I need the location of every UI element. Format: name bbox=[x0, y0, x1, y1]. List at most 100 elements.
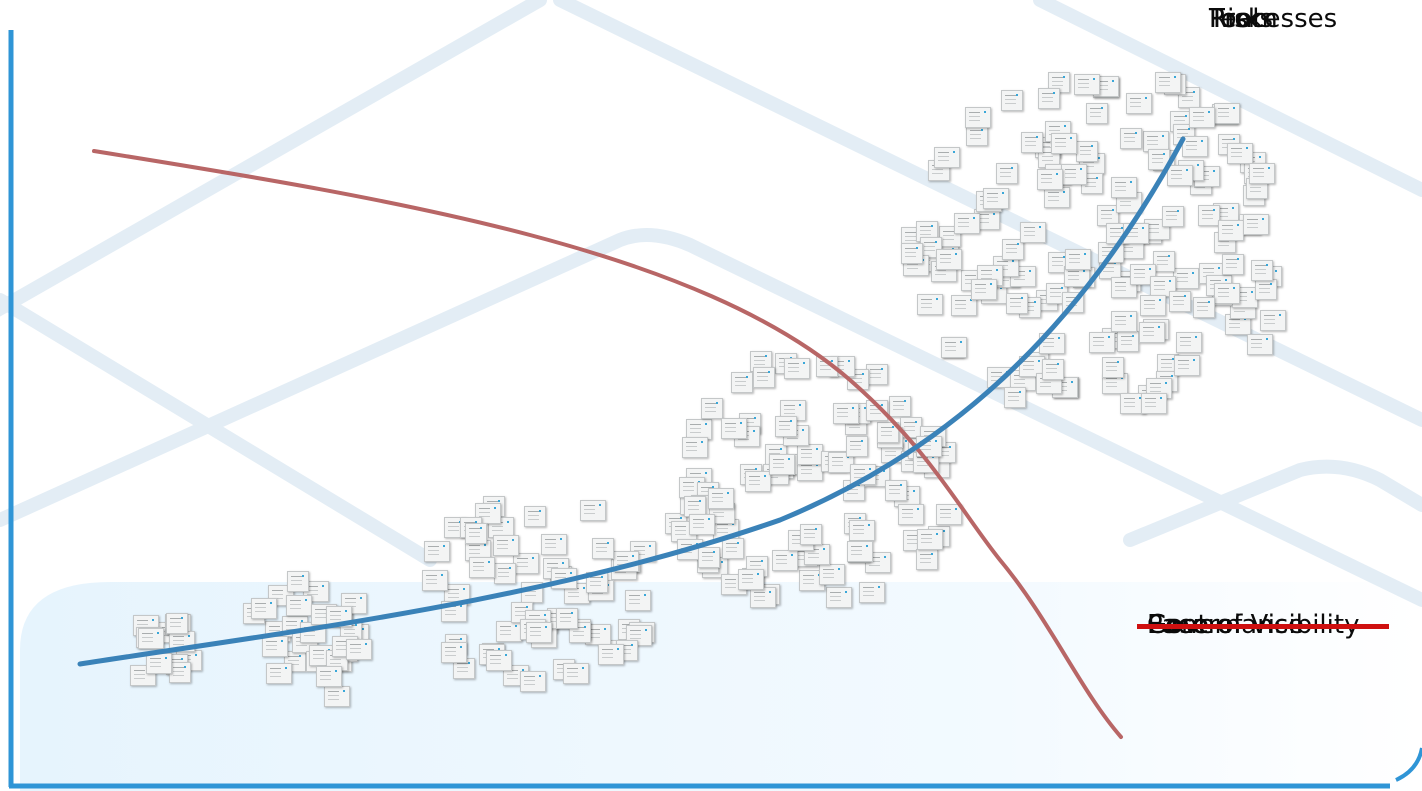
screenshot-tile bbox=[493, 534, 520, 556]
background-line bbox=[1033, 0, 1422, 197]
screenshot-tile bbox=[1064, 248, 1091, 270]
screenshot-tile bbox=[889, 395, 912, 417]
corner-accent bbox=[1395, 747, 1422, 782]
screenshot-tile bbox=[916, 528, 943, 550]
light-blue-band bbox=[20, 582, 1422, 791]
screenshot-tile bbox=[1255, 278, 1278, 300]
screenshot-tile bbox=[722, 538, 745, 560]
screenshot-tile bbox=[982, 187, 1009, 209]
screenshot-tile bbox=[1005, 292, 1028, 314]
screenshot-tile bbox=[137, 627, 164, 649]
screenshot-tile bbox=[775, 416, 797, 437]
strikethrough-bar bbox=[1137, 624, 1230, 629]
screenshot-tile bbox=[1259, 309, 1286, 331]
screenshot-tile bbox=[1036, 168, 1063, 190]
screenshot-tile bbox=[970, 279, 997, 301]
screenshot-tile bbox=[1188, 107, 1215, 129]
screenshot-tile bbox=[1250, 259, 1273, 281]
screenshot-tile bbox=[598, 644, 625, 665]
screenshot-tile bbox=[556, 607, 579, 629]
background-line bbox=[0, 228, 1422, 607]
screenshot-tile bbox=[1226, 143, 1253, 164]
struck-label-pace: Pace bbox=[1137, 606, 1230, 644]
screenshot-tile bbox=[1154, 71, 1181, 93]
background-line bbox=[1123, 459, 1422, 547]
screenshot-tile bbox=[772, 549, 799, 571]
screenshot-tile bbox=[731, 372, 753, 394]
screenshot-tile bbox=[251, 598, 278, 620]
screenshot-tile bbox=[796, 444, 823, 466]
screenshot-tile bbox=[486, 650, 513, 672]
screenshot-tile bbox=[1060, 163, 1087, 185]
screenshot-tile bbox=[689, 514, 716, 536]
screenshot-tile bbox=[816, 356, 839, 378]
screenshot-tile bbox=[1089, 331, 1116, 353]
screenshot-tile bbox=[707, 487, 734, 509]
screenshot-tile bbox=[818, 563, 845, 585]
screenshot-tile bbox=[849, 519, 875, 541]
screenshot-tile bbox=[1041, 358, 1064, 380]
screenshot-tile bbox=[422, 570, 449, 592]
screenshot-tile bbox=[1126, 92, 1153, 114]
screenshot-tile bbox=[884, 479, 907, 501]
screenshot-tile bbox=[563, 663, 590, 685]
screenshot-tile bbox=[440, 641, 467, 663]
growth-label-tools: Tools bbox=[1209, 4, 1274, 34]
screenshot-tile bbox=[524, 506, 547, 528]
screenshot-tile bbox=[897, 503, 924, 525]
cluster-4 bbox=[655, 350, 970, 612]
screenshot-tile bbox=[1243, 214, 1270, 236]
screenshot-tile bbox=[1197, 204, 1220, 226]
background-line bbox=[0, 293, 437, 567]
screenshot-tile bbox=[737, 569, 764, 591]
screenshot-tile bbox=[1162, 206, 1185, 228]
declining-curve bbox=[92, 149, 1123, 739]
screenshot-tile bbox=[833, 403, 859, 425]
screenshot-tile bbox=[800, 523, 823, 545]
screenshot-tile bbox=[1153, 250, 1176, 272]
screenshot-tile bbox=[1119, 127, 1142, 149]
screenshot-tile bbox=[1110, 311, 1137, 333]
screenshot-tile bbox=[286, 571, 309, 592]
screenshot-tile bbox=[424, 540, 451, 562]
growth-label-team: Team bbox=[1209, 4, 1278, 34]
background-line bbox=[0, 0, 547, 317]
screenshot-tile bbox=[845, 436, 868, 458]
screenshot-tile bbox=[1246, 334, 1273, 356]
screenshot-tile bbox=[591, 537, 614, 559]
screenshot-tile bbox=[1003, 386, 1026, 408]
screenshot-tile bbox=[1141, 393, 1168, 415]
screenshot-tile bbox=[858, 582, 885, 604]
screenshot-tile bbox=[1001, 238, 1024, 260]
screenshot-tile bbox=[877, 421, 900, 443]
screenshot-tile bbox=[1167, 165, 1193, 187]
screenshot-tile bbox=[825, 587, 852, 609]
growth-curve bbox=[77, 136, 1186, 667]
screenshot-tile bbox=[1173, 355, 1200, 377]
screenshot-tile bbox=[720, 417, 747, 439]
screenshot-tile bbox=[469, 557, 496, 579]
screenshot-tile bbox=[1248, 163, 1275, 184]
screenshot-tile bbox=[769, 454, 796, 476]
cluster-1 bbox=[120, 600, 202, 692]
screenshot-tile bbox=[936, 248, 963, 270]
screenshot-tile bbox=[1021, 131, 1044, 153]
screenshot-tile bbox=[1182, 136, 1209, 158]
screenshot-tile bbox=[698, 547, 721, 569]
screenshot-tile bbox=[1110, 177, 1137, 198]
screenshot-tile bbox=[847, 540, 874, 562]
screenshot-tile bbox=[995, 163, 1018, 185]
screenshot-tile bbox=[1050, 133, 1077, 155]
screenshot-tile bbox=[964, 106, 991, 128]
screenshot-tile bbox=[1073, 74, 1100, 96]
screenshot-tile bbox=[526, 621, 553, 643]
screenshot-tile bbox=[165, 612, 188, 634]
screenshot-tile bbox=[1129, 264, 1156, 286]
growth-label-processes: Processes bbox=[1209, 4, 1338, 34]
screenshot-tile bbox=[953, 213, 980, 234]
screenshot-tile bbox=[1086, 102, 1109, 124]
screenshot-tile bbox=[901, 242, 924, 264]
